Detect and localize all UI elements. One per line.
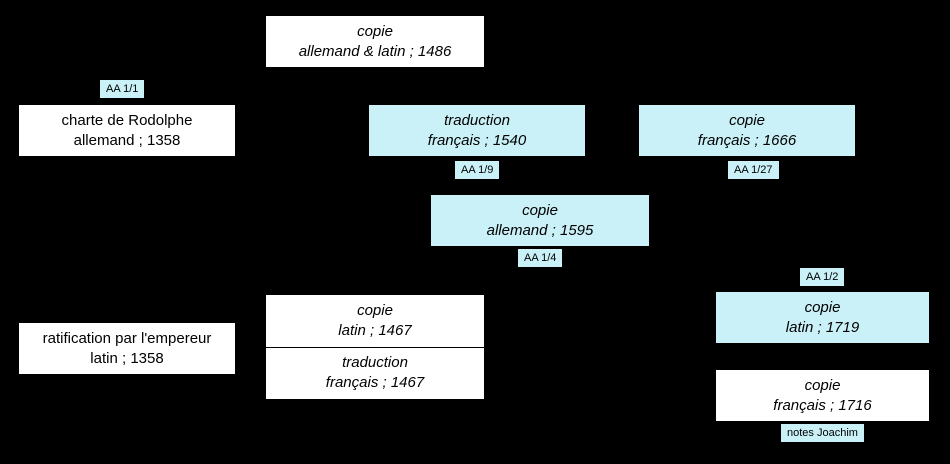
- node-title: copie: [804, 298, 841, 316]
- node-title: traduction: [444, 111, 510, 129]
- node-title: charte de Rodolphe: [61, 111, 193, 129]
- node-subtitle: latin ; 1467: [338, 321, 412, 339]
- node-title: copie: [729, 111, 765, 129]
- node-subtitle: allemand ; 1595: [486, 221, 594, 239]
- node-subtitle: français ; 1716: [773, 396, 872, 414]
- node-copie-1719: copie latin ; 1719: [715, 291, 930, 344]
- node-title: ratification par l'empereur: [42, 329, 212, 347]
- node-group-1467: copie latin ; 1467 traduction français ;…: [265, 294, 485, 400]
- node-title: copie: [522, 201, 558, 219]
- tag-aa-1-27: AA 1/27: [728, 161, 779, 179]
- tag-aa-1-2: AA 1/2: [800, 268, 845, 286]
- tag-notes-joachim: notes Joachim: [781, 424, 864, 442]
- node-traduction-1540: traduction français ; 1540: [368, 104, 586, 157]
- node-title: traduction: [342, 354, 408, 372]
- node-title: copie: [357, 22, 393, 40]
- node-subtitle: français ; 1666: [697, 131, 797, 149]
- node-copie-1595: copie allemand ; 1595: [430, 194, 650, 247]
- node-subtitle: français ; 1467: [325, 374, 425, 392]
- node-subtitle: allemand & latin ; 1486: [298, 42, 452, 60]
- node-subtitle: latin ; 1719: [785, 318, 860, 336]
- node-copie-1716: copie français ; 1716: [715, 369, 930, 422]
- node-charte-1358: charte de Rodolphe allemand ; 1358: [18, 104, 236, 157]
- node-title: copie: [804, 376, 841, 394]
- tag-aa-1-9: AA 1/9: [455, 161, 500, 179]
- node-traduction-1467: traduction français ; 1467: [266, 346, 484, 400]
- node-subtitle: français ; 1540: [427, 131, 527, 149]
- node-copie-1666: copie français ; 1666: [638, 104, 856, 157]
- tag-aa-1-1: AA 1/1: [100, 80, 145, 98]
- node-subtitle: latin ; 1358: [90, 349, 164, 367]
- node-title: copie: [357, 301, 393, 319]
- node-copie-1467: copie latin ; 1467: [266, 295, 484, 347]
- node-copie-1486: copie allemand & latin ; 1486: [265, 15, 485, 68]
- node-subtitle: allemand ; 1358: [73, 131, 181, 149]
- node-ratification-1358: ratification par l'empereur latin ; 1358: [18, 322, 236, 375]
- tag-aa-1-4: AA 1/4: [518, 249, 563, 267]
